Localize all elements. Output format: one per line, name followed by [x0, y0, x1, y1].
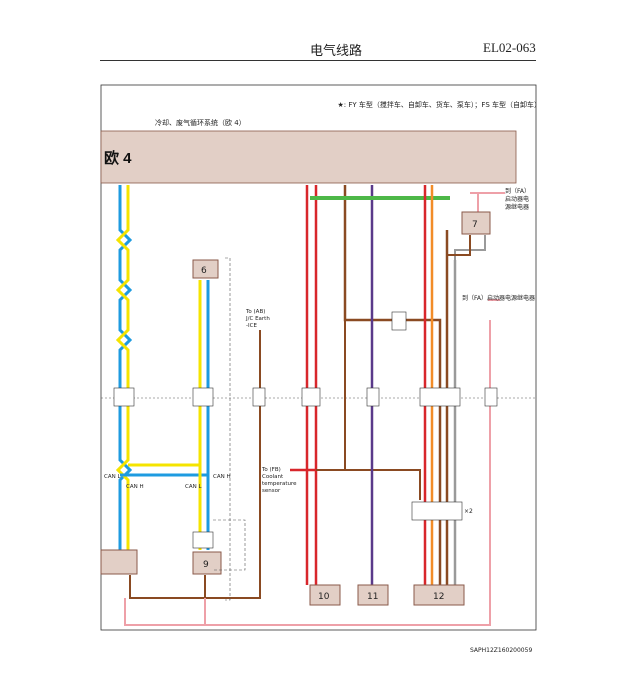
- component-left-ecu: [100, 549, 138, 575]
- wire-brown-fb: [316, 469, 421, 500]
- note-to-fb-3: temperature: [262, 481, 297, 487]
- note-to-ab-2: J/C Earth: [245, 316, 270, 322]
- component-12: [413, 584, 465, 606]
- note-to-fb-4: sensor: [262, 488, 281, 494]
- component-11-label: 11: [367, 592, 378, 602]
- wire-brown-ground: [129, 330, 261, 599]
- system-title: 冷却、废气循环系统（欧 4）: [155, 118, 246, 127]
- note-fa-1: 到（FA）: [505, 188, 530, 195]
- ecu-box: [100, 130, 517, 184]
- legend-note: ★: FY 车型（搅拌车、自卸车、货车、泵车）；FS 车型（自卸车）: [337, 101, 541, 109]
- label-can-l2: CAN L: [185, 484, 202, 490]
- component-10: [309, 584, 341, 606]
- wire-can-yellow: [115, 185, 130, 550]
- note-fa-4: 到（FA）启动器电源继电器: [462, 294, 535, 302]
- note-to-fb-1: To (FB): [261, 467, 281, 473]
- component-9-label: 9: [203, 560, 209, 570]
- component-6: [192, 259, 219, 279]
- joint-connector: [391, 311, 407, 331]
- note-fa-2: 启动器电: [505, 195, 529, 203]
- component-12-label: 12: [433, 592, 444, 602]
- label-can-h: CAN H: [126, 484, 144, 490]
- wire-red-2: [290, 185, 318, 472]
- note-to-ab-3: -ICE: [246, 323, 257, 329]
- note-to-fb-2: Coolant: [262, 474, 284, 480]
- wire-can-blue: [118, 185, 133, 550]
- component-7: [461, 211, 491, 235]
- label-can-h2: CAN H: [213, 474, 231, 480]
- note-fa-3: 源继电器: [505, 203, 529, 211]
- component-10-label: 10: [318, 592, 330, 602]
- component-7-label: 7: [472, 220, 478, 230]
- component-11: [357, 584, 389, 606]
- diagram-frame: [100, 84, 537, 631]
- page-title: 电气线路: [310, 44, 363, 59]
- note-to-ab-1: To (AB): [245, 309, 265, 315]
- connector-row: [113, 387, 498, 549]
- footer-code: SAPH12Z160200059: [470, 647, 532, 654]
- component-9: [192, 551, 222, 575]
- page-number: EL02-063: [483, 40, 536, 55]
- label-can-l: CAN L: [104, 474, 121, 480]
- wire-pink-ground: [124, 320, 491, 626]
- component-6-label: 6: [201, 266, 207, 276]
- label-x2: ×2: [464, 508, 473, 515]
- euro-label: 欧 4: [104, 149, 132, 167]
- header-divider: [100, 60, 536, 61]
